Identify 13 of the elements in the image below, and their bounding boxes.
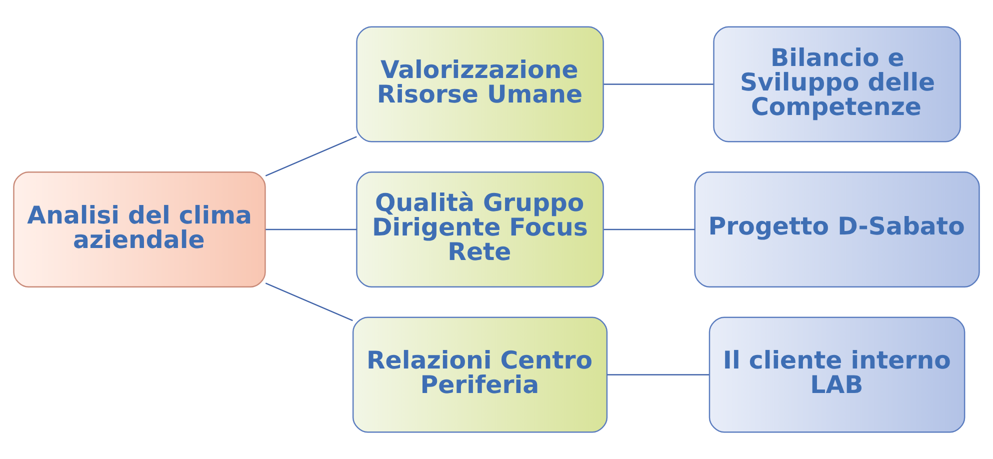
connector	[265, 282, 353, 322]
node-box: Valorizzazione Risorse Umane	[356, 26, 604, 142]
node-box: Relazioni Centro Periferia	[352, 316, 608, 433]
connector	[604, 84, 714, 85]
connector	[265, 136, 357, 176]
node-box: Analisi del clima aziendale	[13, 172, 266, 288]
node-box: Il cliente interno LAB	[708, 316, 966, 433]
connector	[604, 228, 695, 230]
node-box: Bilancio e Sviluppo delle Competenze	[713, 26, 961, 142]
connector	[607, 374, 710, 376]
node-box: Qualità Gruppo Dirigente Focus Rete	[356, 172, 604, 288]
node-box: Progetto D-Sabato	[694, 172, 980, 288]
connector	[266, 228, 357, 230]
